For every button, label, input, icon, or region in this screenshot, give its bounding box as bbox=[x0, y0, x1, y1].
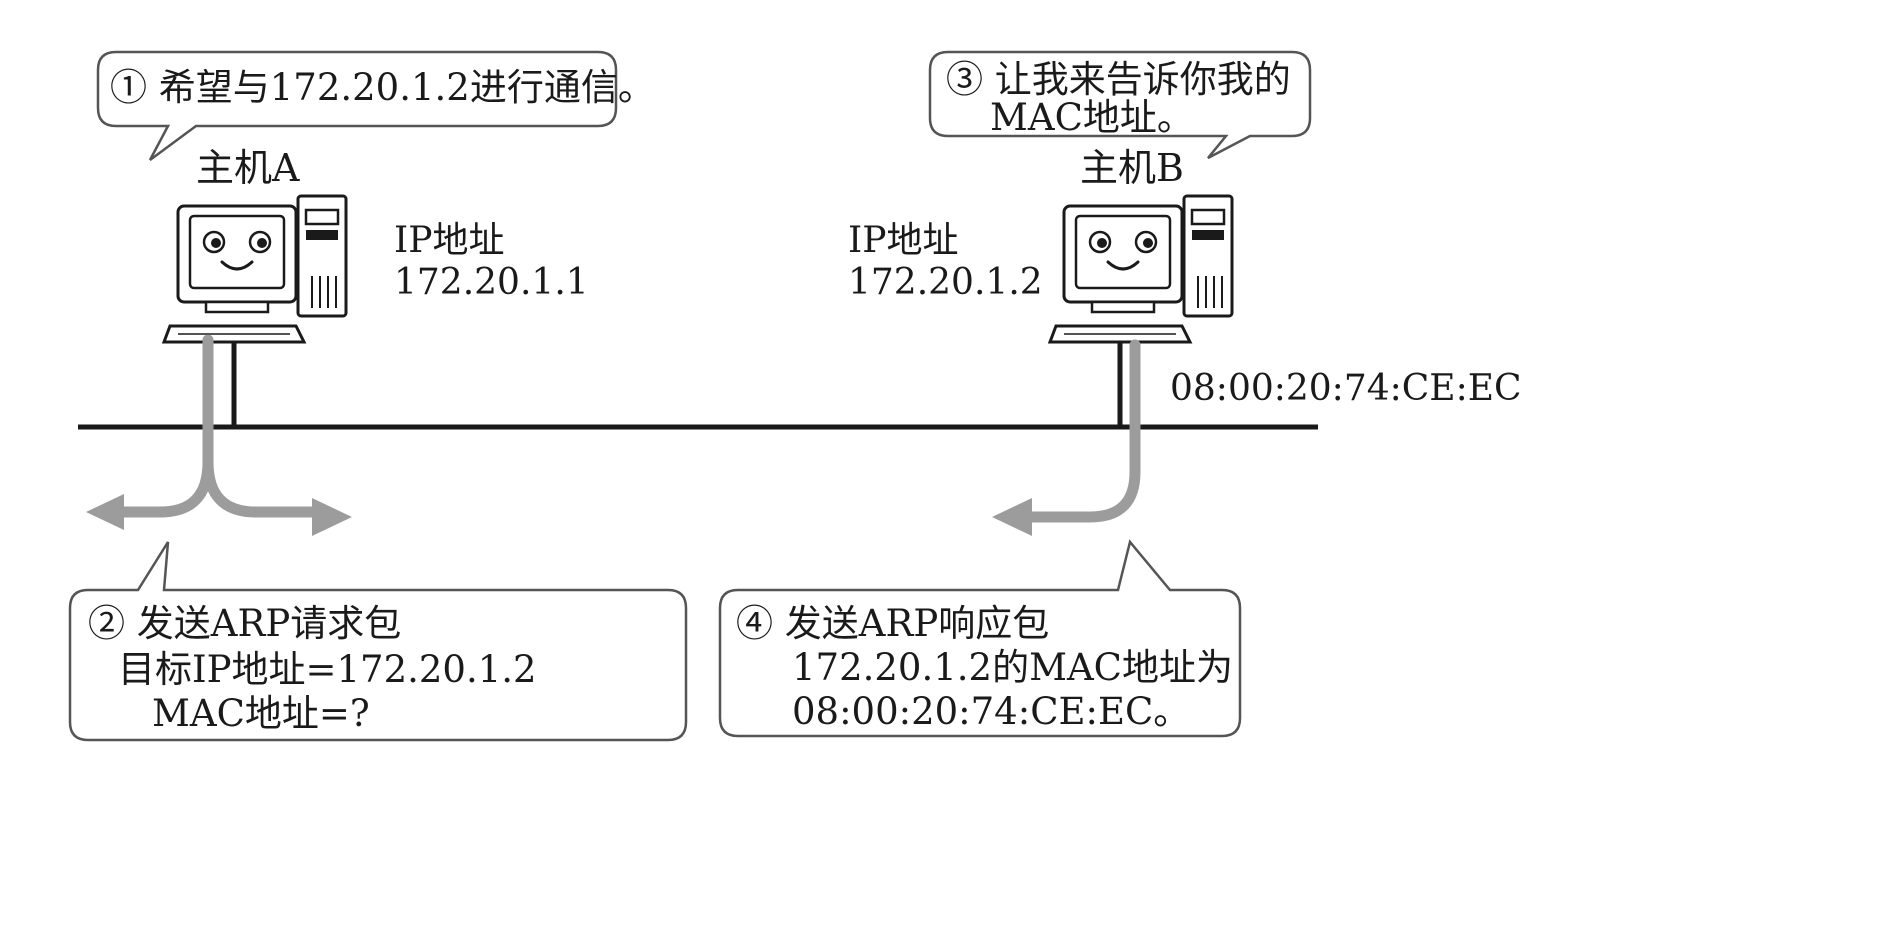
right-arrowhead bbox=[312, 498, 352, 536]
host-b-label: 主机B bbox=[1080, 146, 1184, 190]
speech-bubble-4 bbox=[718, 539, 1242, 738]
reply-arrowhead bbox=[992, 498, 1032, 536]
bubble-4-line-1: ④ 发送ARP响应包 bbox=[736, 602, 1050, 645]
host-b-mac-address: 08:00:20:74:CE:EC bbox=[1170, 368, 1522, 409]
host-a-label: 主机A bbox=[196, 146, 300, 190]
bubble-1-text: ① 希望与172.20.1.2进行通信。 bbox=[110, 66, 655, 109]
bubble-2-line-1: ② 发送ARP请求包 bbox=[88, 602, 402, 645]
bubble-4-line-3: 08:00:20:74:CE:EC。 bbox=[792, 690, 1191, 733]
left-arrowhead bbox=[86, 494, 124, 530]
arp-reply-arrow bbox=[1024, 339, 1141, 523]
bubble-2-line-3: MAC地址=? bbox=[152, 692, 370, 735]
bubble-3-line-1: ③ 让我来告诉你我的 bbox=[946, 58, 1291, 101]
bubble-2-line-2: 目标IP地址=172.20.1.2 bbox=[118, 648, 537, 691]
arp-request-broadcast-arrow bbox=[112, 334, 331, 518]
host-b-computer-icon bbox=[1048, 194, 1234, 344]
speech-bubble-3 bbox=[928, 50, 1312, 160]
host-b-ip-label: IP地址 bbox=[848, 220, 959, 261]
speech-bubble-2 bbox=[68, 541, 688, 742]
host-b-ip-address: 172.20.1.2 bbox=[848, 262, 1043, 303]
bubble-4-line-2: 172.20.1.2的MAC地址为 bbox=[792, 646, 1233, 689]
host-a-ip-label: IP地址 bbox=[394, 220, 505, 261]
host-a-ip-address: 172.20.1.1 bbox=[394, 262, 589, 303]
bubble-3-line-2: MAC地址。 bbox=[990, 96, 1194, 139]
host-a-computer-icon bbox=[162, 194, 348, 344]
speech-bubble-1 bbox=[96, 50, 618, 162]
